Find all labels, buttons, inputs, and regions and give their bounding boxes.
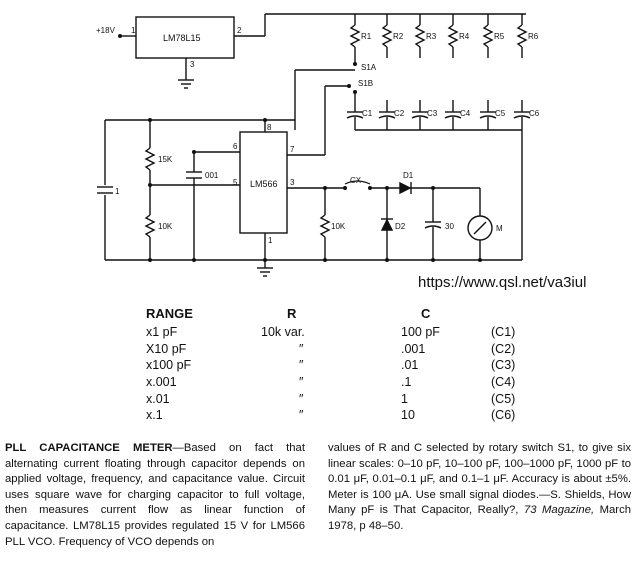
cell-r: ″ bbox=[299, 375, 304, 390]
r5-label: R5 bbox=[494, 32, 505, 41]
r2-label: R2 bbox=[393, 32, 404, 41]
cell-cap: (C2) bbox=[491, 341, 516, 356]
reg-pin-out: 2 bbox=[237, 26, 242, 35]
cell-range: x.01 bbox=[146, 391, 170, 406]
watermark-url: https://www.qsl.net/va3iul bbox=[418, 274, 587, 291]
regulator-box bbox=[135, 16, 235, 59]
cell-cap: (C6) bbox=[491, 408, 516, 423]
reg-pin-in: 1 bbox=[131, 26, 136, 35]
resistor-bank bbox=[349, 14, 528, 58]
cell-c: 100 pF bbox=[401, 325, 440, 340]
c001-label: 001 bbox=[205, 171, 219, 180]
d2-label: D2 bbox=[395, 222, 406, 231]
table-row: x.01 ″ 1 (C5) bbox=[140, 390, 531, 407]
pll-pin-6: 6 bbox=[233, 142, 238, 151]
c4-label: C4 bbox=[460, 109, 471, 118]
cell-c: .001 bbox=[401, 341, 426, 356]
left-cap-label: 1 bbox=[115, 187, 120, 196]
header-c: C bbox=[421, 306, 431, 321]
table-header-row: RANGE R C bbox=[140, 306, 531, 324]
cell-c: .01 bbox=[401, 358, 419, 373]
cell-cap: (C5) bbox=[491, 391, 516, 406]
header-cap bbox=[491, 306, 531, 324]
cap30-label: 30 bbox=[445, 222, 454, 231]
switch-b-label: S1B bbox=[358, 79, 373, 88]
pll-pin-1: 1 bbox=[268, 236, 273, 245]
table-row: x.001 ″ .1 (C4) bbox=[140, 374, 531, 391]
cell-range: x1 pF bbox=[146, 325, 178, 340]
table-row: x.1 ″ 10 (C6) bbox=[140, 407, 531, 424]
cell-r: ″ bbox=[299, 341, 304, 356]
table-row: x100 pF ″ .01 (C3) bbox=[140, 357, 531, 374]
cell-cap: (C3) bbox=[491, 358, 516, 373]
cell-c: 1 bbox=[401, 391, 408, 406]
cell-r: ″ bbox=[299, 408, 304, 423]
cell-cap: (C4) bbox=[491, 375, 516, 390]
caption-right: values of R and C selected by rotary swi… bbox=[328, 441, 631, 535]
magazine-name: Magazine, bbox=[542, 504, 595, 517]
r6-label: R6 bbox=[528, 32, 539, 41]
caption-left: PLL CAPACITANCE METER—Based on fact that… bbox=[5, 441, 305, 550]
pll-label: LM566 bbox=[250, 179, 278, 189]
meter-label: M bbox=[496, 224, 503, 233]
cell-cap: (C1) bbox=[491, 325, 516, 340]
pll-pin-8: 8 bbox=[267, 123, 272, 132]
r10k-out-label: 10K bbox=[331, 222, 346, 231]
switch-a-label: S1A bbox=[361, 63, 377, 72]
cell-r: 10k var. bbox=[261, 325, 305, 340]
c2-label: C2 bbox=[394, 109, 405, 118]
pll-pin-7: 7 bbox=[290, 145, 295, 154]
d1-label: D1 bbox=[403, 171, 414, 180]
r3-label: R3 bbox=[426, 32, 437, 41]
r1-label: R1 bbox=[361, 32, 372, 41]
pll-pin-3: 3 bbox=[290, 178, 295, 187]
cx-label: CX bbox=[350, 176, 362, 185]
cell-r: ″ bbox=[299, 358, 304, 373]
header-r: R bbox=[287, 306, 297, 321]
caption-right-tail: March 1978, p 48–50. bbox=[328, 504, 631, 532]
cell-range: x100 pF bbox=[146, 358, 192, 373]
supply-label: +18V bbox=[96, 26, 116, 35]
header-range: RANGE bbox=[146, 306, 193, 321]
cell-range: x.1 bbox=[146, 408, 163, 423]
r10k-left-label: 10K bbox=[158, 222, 173, 231]
lm566-box bbox=[239, 131, 288, 234]
cell-r: ″ bbox=[299, 391, 304, 406]
c3-label: C3 bbox=[427, 109, 438, 118]
cell-range: x.001 bbox=[146, 375, 177, 390]
cell-c: .1 bbox=[401, 375, 412, 390]
regulator-label: LM78L15 bbox=[163, 33, 201, 43]
r4-label: R4 bbox=[459, 32, 470, 41]
reg-pin-gnd: 3 bbox=[190, 60, 195, 69]
cell-c: 10 bbox=[401, 408, 415, 423]
magazine-num: 73 bbox=[523, 504, 537, 517]
caption-right-text: values of R and C selected by rotary swi… bbox=[328, 442, 631, 517]
r15k-label: 15K bbox=[158, 155, 173, 164]
range-table: RANGE R C x1 pF 10k var. 100 pF (C1) X10… bbox=[140, 306, 531, 424]
circuit-schematic: +18V LM78L15 1 2 3 LM566 8 6 7 5 3 1 R1 … bbox=[96, 13, 540, 277]
cell-range: X10 pF bbox=[146, 341, 187, 356]
table-row: X10 pF ″ .001 (C2) bbox=[140, 341, 531, 358]
pll-pin-5: 5 bbox=[233, 178, 238, 187]
c6-label: C6 bbox=[529, 109, 540, 118]
caption-left-text: —Based on fact that alternating current … bbox=[5, 442, 305, 548]
caption-title: PLL CAPACITANCE METER bbox=[5, 442, 173, 454]
table-row: x1 pF 10k var. 100 pF (C1) bbox=[140, 324, 531, 341]
c1-label: C1 bbox=[362, 109, 373, 118]
c5-label: C5 bbox=[495, 109, 506, 118]
